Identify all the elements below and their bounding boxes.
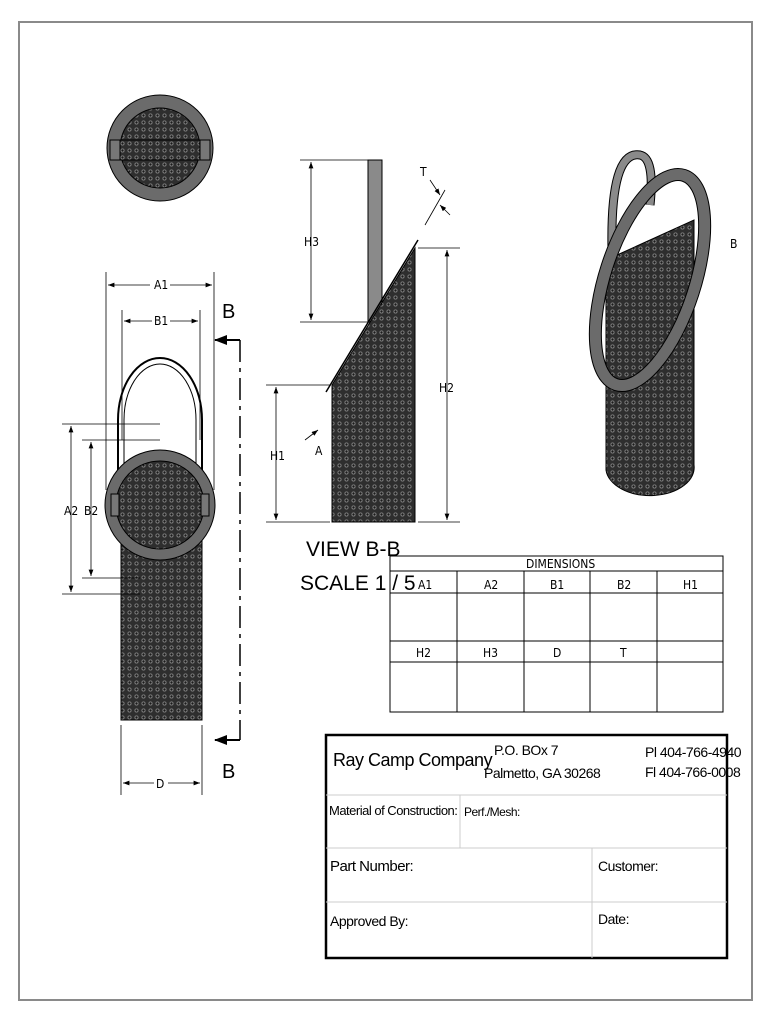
company-name: Ray Camp Company — [333, 750, 493, 770]
section-mark-top: B — [222, 301, 235, 323]
phone-number: Pl 404-766-4940 — [645, 744, 742, 760]
dim-d-label: D — [156, 777, 164, 791]
title-block-frame — [324, 733, 729, 960]
dim-b2-label: B2 — [84, 504, 98, 518]
dimensions-title: DIMENSIONS — [526, 557, 595, 571]
address-line2: Palmetto, GA 30268 — [484, 765, 601, 781]
dim-a2-label: A2 — [64, 504, 78, 518]
header-t: T — [619, 646, 627, 660]
header-b1: B1 — [550, 578, 564, 592]
header-a1: A1 — [418, 578, 432, 592]
sheet-border — [18, 21, 753, 1001]
customer-label: Customer: — [598, 858, 659, 874]
header-d: D — [553, 646, 561, 660]
fax-number: Fl 404-766-0008 — [645, 764, 741, 780]
dim-h3-label: H3 — [304, 235, 319, 249]
dim-a-label: A — [315, 444, 323, 458]
dim-t-label: T — [419, 165, 427, 179]
dim-h2-label: H2 — [439, 381, 454, 395]
material-label: Material of Construction: — [329, 803, 458, 818]
isometric-view — [588, 150, 712, 497]
part-number-label: Part Number: — [330, 858, 414, 875]
dimensions-headers-row2: H2 H3 D T — [416, 646, 627, 660]
section-dimensions — [266, 159, 460, 523]
header-h2: H2 — [416, 646, 431, 660]
header-a2: A2 — [484, 578, 498, 592]
dim-b1-label: B1 — [154, 314, 168, 328]
dimensions-headers-row1: A1 A2 B1 B2 H1 — [418, 578, 698, 592]
dim-h1-label: H1 — [270, 449, 285, 463]
front-dimensions — [62, 272, 241, 795]
dimensions-table — [389, 555, 724, 713]
header-b2: B2 — [617, 578, 631, 592]
section-mark-bottom: B — [222, 761, 235, 783]
top-view — [106, 94, 214, 202]
view-title: VIEW B-B — [306, 538, 401, 561]
header-h1: H1 — [683, 578, 698, 592]
approved-by-label: Approved By: — [330, 913, 409, 929]
dim-a1-label: A1 — [154, 278, 168, 292]
iso-b-label: B — [730, 237, 737, 251]
header-h3: H3 — [483, 646, 498, 660]
address-line1: P.O. BOx 7 — [494, 742, 559, 758]
section-view — [325, 159, 419, 523]
view-scale: SCALE 1 / 5 — [300, 572, 416, 595]
date-label: Date: — [598, 911, 629, 927]
front-view — [104, 357, 216, 721]
perf-mesh-label: Perf./Mesh: — [464, 805, 520, 819]
